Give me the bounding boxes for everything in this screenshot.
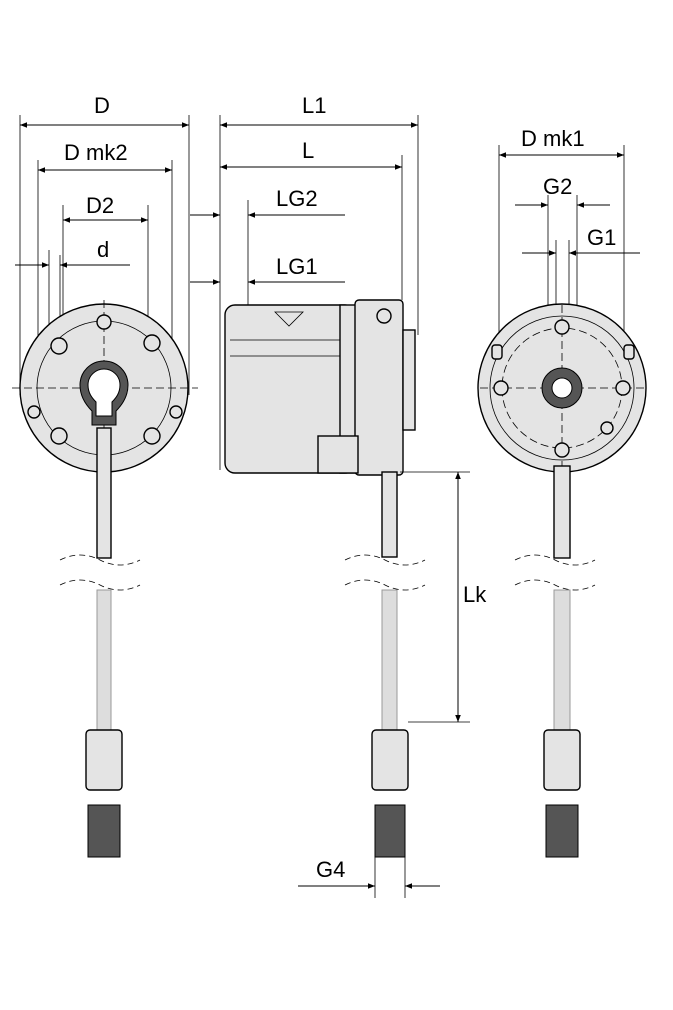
- dim-label-D: D: [94, 93, 110, 118]
- dim-label-Lk: Lk: [463, 582, 487, 607]
- dim-label-G4: G4: [316, 857, 345, 882]
- rear-view: D mk1 G2 G1: [477, 126, 647, 858]
- dim-label-D2: D2: [86, 193, 114, 218]
- dim-label-d: d: [97, 237, 109, 262]
- dim-label-G2: G2: [543, 174, 572, 199]
- dim-label-L1: L1: [302, 93, 326, 118]
- dim-label-G1: G1: [587, 225, 616, 250]
- dim-label-L: L: [302, 138, 314, 163]
- front-view: D D mk2 D2 d: [12, 93, 198, 858]
- dim-label-LG2: LG2: [276, 186, 318, 211]
- cable: [96, 427, 112, 559]
- connector-thread: [87, 804, 121, 858]
- dim-label-D-mk2: D mk2: [64, 140, 128, 165]
- dim-label-D-mk1: D mk1: [521, 126, 585, 151]
- dim-label-LG1: LG1: [276, 254, 318, 279]
- connector: [85, 729, 123, 791]
- side-view: L1 L LG2 LG1 Lk G4: [190, 93, 487, 898]
